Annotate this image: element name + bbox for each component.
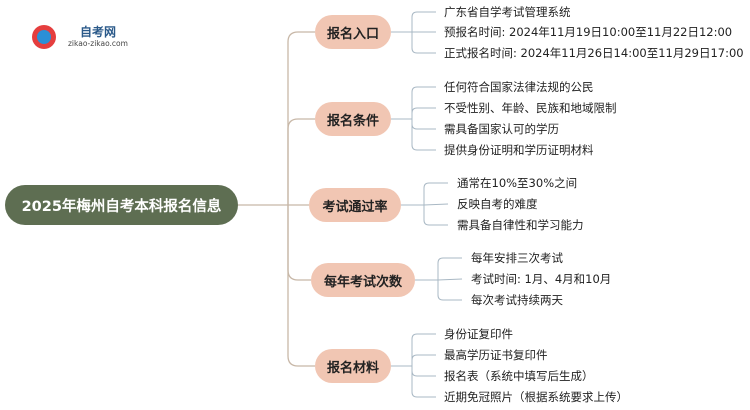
leaf-item: 正式报名时间: 2024年11月26日14:00至11月29日17:00	[444, 46, 744, 60]
category-label: 考试通过率	[322, 199, 388, 215]
category-label: 报名条件	[326, 113, 379, 129]
site-logo[interactable]: 自考网 zikao-zikao.com	[28, 22, 138, 52]
leaf-connector-line	[437, 278, 463, 281]
leaf-connector-line	[411, 11, 436, 32]
leaf-connector-line	[411, 354, 436, 366]
leaf-item: 不受性别、年龄、民族和地域限制	[444, 101, 617, 115]
leaf-connector-line	[423, 205, 448, 226]
leaf-connector-line	[437, 280, 462, 301]
leaf-item: 报名表（系统中填写后生成）	[444, 369, 594, 383]
root-node: 2025年梅州自考本科报名信息	[5, 185, 238, 225]
logo-url: zikao-zikao.com	[68, 39, 128, 48]
leaf-item: 考试时间: 1月、4月和10月	[471, 272, 612, 286]
leaf-connector-line	[411, 366, 436, 398]
category-label: 每年考试次数	[323, 274, 402, 290]
leaf-item: 预报名时间: 2024年11月19日10:00至11月22日12:00	[444, 25, 733, 39]
leaf-connector-line	[423, 203, 449, 206]
leaf-connector-line	[411, 119, 436, 151]
leaf-item: 通常在10%至30%之间	[457, 176, 578, 190]
branch-connector-line	[287, 31, 315, 205]
leaf-item: 每次考试持续两天	[471, 293, 563, 307]
category-label: 报名材料	[326, 360, 379, 376]
leaf-item: 提供身份证明和学历证明材料	[444, 143, 594, 157]
branch-connector-line	[287, 118, 315, 205]
leaf-connector-line	[411, 119, 436, 130]
graduation-cap-icon	[32, 25, 56, 49]
category-node-exams-per-year: 每年考试次数	[311, 263, 415, 297]
branch-connector-line	[287, 205, 315, 367]
category-node-materials: 报名材料	[315, 349, 391, 383]
category-node-requirements: 报名条件	[315, 102, 391, 136]
logo-name: 自考网	[80, 25, 117, 39]
leaf-connector-line	[411, 107, 436, 119]
leaf-connector-line	[411, 32, 436, 54]
leaf-item: 身份证复印件	[444, 327, 513, 341]
root-connectors	[238, 31, 315, 367]
category-node-pass-rate: 考试通过率	[309, 188, 401, 222]
leaf-item: 近期免冠照片（根据系统要求上传）	[444, 390, 628, 404]
leaf-item: 需具备国家认可的学历	[444, 122, 559, 136]
branch-connector-line	[287, 205, 311, 281]
leaf-item: 反映自考的难度	[457, 197, 538, 211]
leaf-connectors	[391, 11, 463, 398]
leaf-item: 每年安排三次考试	[471, 251, 563, 265]
leaf-connector-line	[411, 366, 436, 377]
category-label: 报名入口	[326, 26, 379, 42]
leaf-item: 广东省自学考试管理系统	[444, 5, 571, 19]
leaf-item: 任何符合国家法律法规的公民	[444, 80, 594, 94]
leaf-connector-line	[411, 333, 436, 366]
leaf-connector-line	[423, 182, 448, 205]
leaf-connector-line	[411, 86, 436, 119]
leaf-item: 需具备自律性和学习能力	[457, 218, 584, 232]
category-node-registration-portal: 报名入口	[315, 15, 391, 49]
root-label: 2025年梅州自考本科报名信息	[21, 198, 222, 215]
leaf-item: 最高学历证书复印件	[444, 348, 548, 362]
leaf-connector-line	[437, 257, 462, 280]
